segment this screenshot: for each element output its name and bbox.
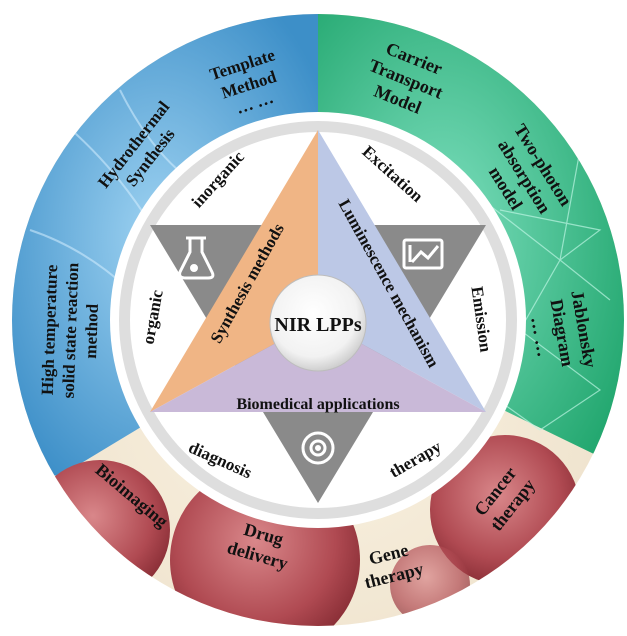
high-temp-line-1: High temperature — [38, 264, 62, 396]
outer-label-carrier: Carrier Transport Model — [366, 38, 446, 118]
biomedical-applications-label: Biomedical applications — [236, 396, 399, 413]
center-core — [269, 274, 367, 372]
outer-label-high-temp: High temperature solid state reaction me… — [38, 262, 102, 399]
target-icon — [301, 431, 335, 465]
center-label: NIR LPPs — [274, 314, 361, 336]
cell-decoration — [30, 435, 580, 626]
high-temp-line-3: method — [81, 303, 102, 359]
chart-monitor-icon — [402, 238, 444, 270]
high-temp-line-2: solid state reaction — [59, 262, 83, 399]
flask-icon — [178, 236, 215, 280]
